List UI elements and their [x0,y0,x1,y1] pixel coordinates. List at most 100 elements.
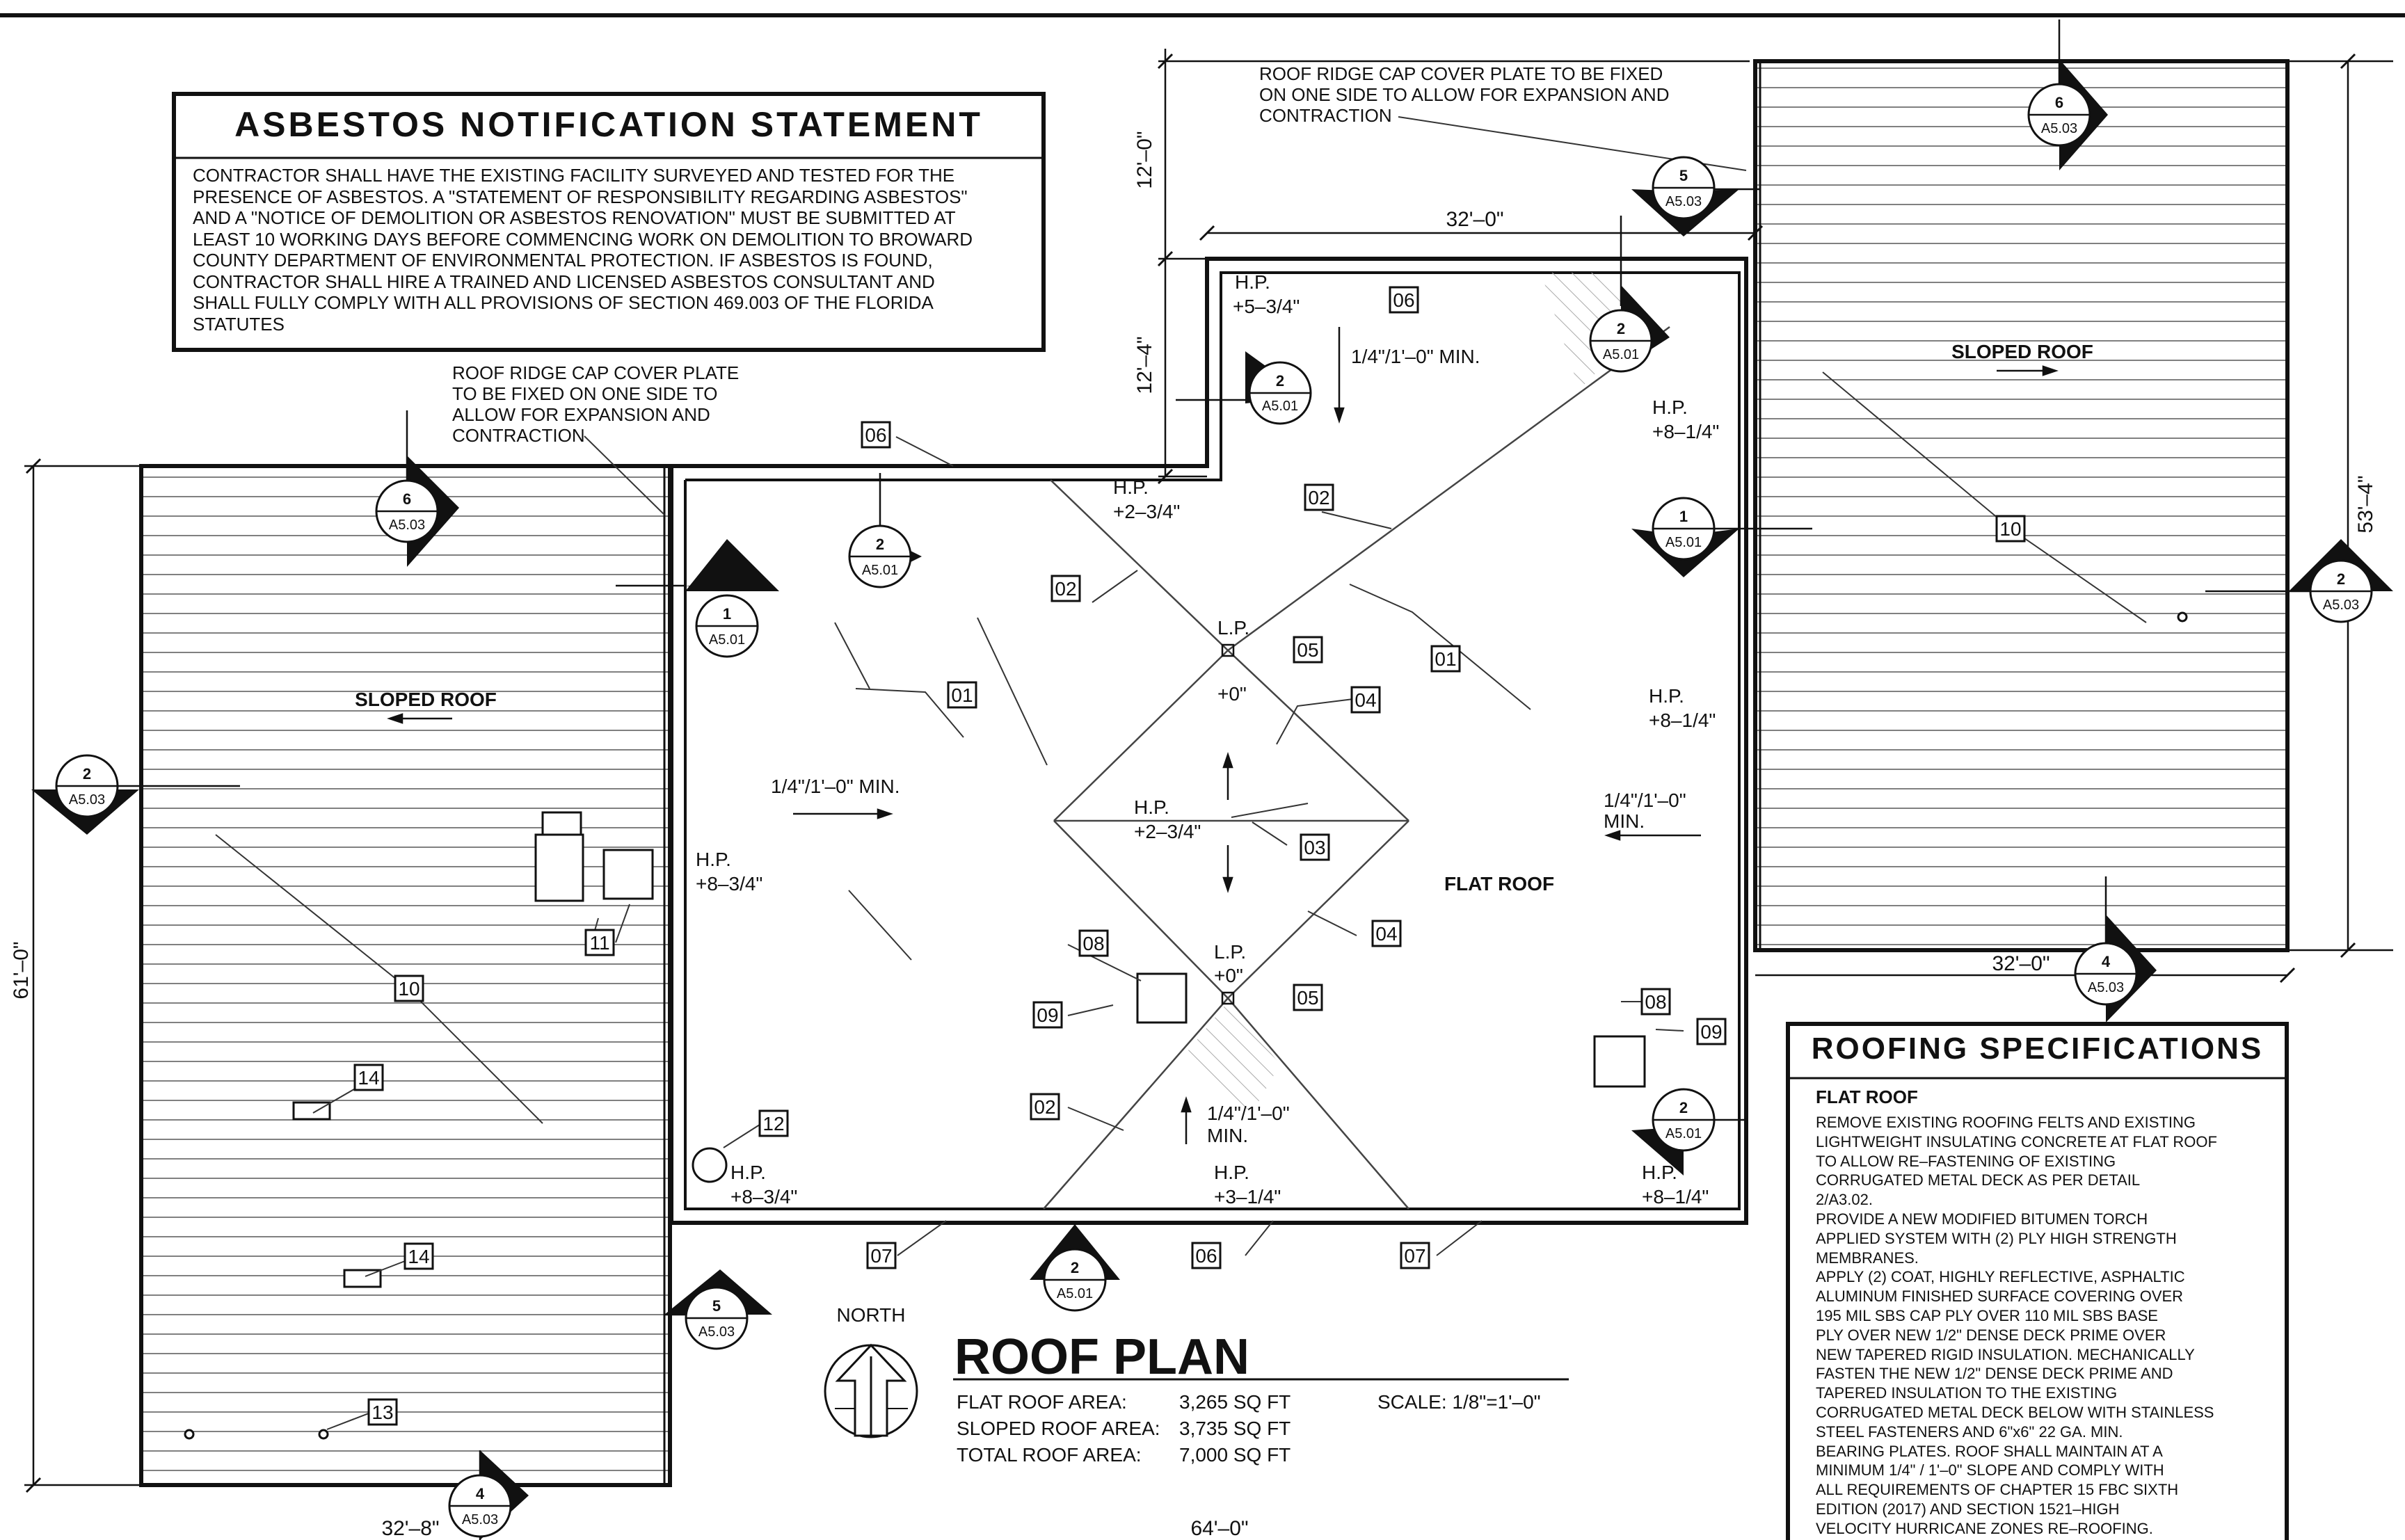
svg-text:+8–1/4": +8–1/4" [1642,1186,1709,1208]
svg-text:H.P.: H.P. [730,1162,766,1183]
svg-text:L.P.: L.P. [1214,941,1246,963]
svg-text:12'–0": 12'–0" [1133,131,1156,189]
svg-text:11: 11 [589,932,609,954]
tag-01: 01 [1430,645,1461,673]
svg-text:+3–1/4": +3–1/4" [1214,1186,1281,1208]
svg-text:ON ONE SIDE TO ALLOW FOR EXPAN: ON ONE SIDE TO ALLOW FOR EXPANSION AND [1259,84,1669,105]
roof-area-table: FLAT ROOF AREA: 3,265 SQ FT SLOPED ROOF … [957,1391,1541,1466]
svg-text:1/4"/1'–0": 1/4"/1'–0" [1207,1102,1290,1124]
section-number: 1 [1679,508,1688,525]
section-sheet: A5.01 [1665,535,1702,550]
section-marker-2-a503: 2 A5.03 [31,754,240,835]
svg-text:1/4"/1'–0": 1/4"/1'–0" [1604,789,1686,811]
tag-14: 14 [404,1242,434,1270]
section-marker-5-a503: 5 A5.03 [664,1269,772,1350]
svg-text:13: 13 [371,1402,393,1423]
leader-lines [215,116,2147,1430]
svg-text:3,265 SQ FT: 3,265 SQ FT [1179,1391,1291,1413]
svg-text:+8–3/4": +8–3/4" [730,1186,797,1208]
svg-text:09: 09 [1700,1021,1722,1043]
svg-text:FLAT ROOF AREA:: FLAT ROOF AREA: [957,1391,1127,1413]
svg-text:64'–0": 64'–0" [1190,1517,1248,1540]
tag-13: 13 [367,1398,398,1426]
svg-text:H.P.: H.P. [1649,685,1684,707]
svg-text:H.P.: H.P. [1652,396,1688,418]
svg-text:14: 14 [408,1246,429,1267]
section-sheet: A5.03 [698,1324,735,1340]
svg-text:08: 08 [1082,933,1104,954]
svg-text:H.P.: H.P. [1134,796,1169,818]
section-marker-6-a503: 6 A5.03 [2027,19,2108,170]
svg-text:02: 02 [1034,1096,1055,1118]
svg-text:10: 10 [1999,518,2021,540]
tag-02: 02 [1030,1093,1060,1121]
right-sloped-roof [1753,59,2290,952]
svg-text:H.P.: H.P. [1113,476,1149,498]
north-label: NORTH [836,1304,905,1326]
section-marker-1-a501: 1 A5.01 [1631,497,1812,577]
tag-06: 06 [861,421,891,449]
elevation-labels: H.P.+5–3/4" H.P.+2–3/4" H.P.+8–1/4" H.P.… [696,271,1719,1208]
section-number: 6 [2055,94,2063,111]
svg-text:SLOPED ROOF AREA:: SLOPED ROOF AREA: [957,1418,1160,1439]
svg-text:05: 05 [1297,987,1318,1009]
specs-body: REMOVE EXISTING ROOFING FELTS AND EXISTI… [1816,1114,2217,1537]
section-marker-4-a503: 4 A5.03 [2074,876,2157,1022]
svg-text:+8–3/4": +8–3/4" [696,873,762,895]
section-sheet: A5.03 [1665,194,1702,209]
section-marker-6-a503: 6 A5.03 [375,410,459,567]
tag-07: 07 [866,1242,897,1269]
svg-text:53'–4": 53'–4" [2354,475,2377,533]
section-sheet: A5.03 [2323,597,2359,613]
svg-text:+2–3/4": +2–3/4" [1134,821,1201,842]
tag-05: 05 [1293,636,1323,664]
svg-text:06: 06 [1393,289,1414,311]
section-sheet: A5.03 [2088,980,2124,995]
flat-roof-label: FLAT ROOF [1444,873,1554,895]
section-number: 5 [1679,167,1688,184]
svg-text:05: 05 [1297,639,1318,661]
svg-text:61'–0": 61'–0" [10,941,33,999]
tag-08: 08 [1640,988,1671,1016]
tag-09: 09 [1696,1018,1727,1045]
tag-02: 02 [1304,483,1334,511]
svg-text:06: 06 [1195,1245,1217,1267]
section-number: 4 [476,1485,485,1502]
svg-text:10: 10 [398,978,420,1000]
svg-text:14: 14 [358,1067,379,1089]
svg-text:+2–3/4": +2–3/4" [1113,501,1180,522]
section-marker-2-a503: 2 A5.03 [2205,539,2393,623]
section-number: 2 [876,536,884,553]
section-number: 2 [1276,372,1284,390]
section-sheet: A5.01 [1262,399,1298,414]
svg-text:1/4"/1'–0" MIN.: 1/4"/1'–0" MIN. [771,776,900,797]
svg-text:32'–8": 32'–8" [381,1517,439,1540]
section-number: 6 [403,490,411,508]
svg-text:CONTRACTION: CONTRACTION [1259,105,1392,126]
section-number: 2 [83,765,91,783]
tag-07: 07 [1400,1242,1430,1269]
section-number: 4 [2102,953,2111,970]
svg-text:SCALE: 1/8"=1'–0": SCALE: 1/8"=1'–0" [1377,1391,1541,1413]
flat-roof-outline [669,257,1748,1225]
dimension-texts: 32'–0" 12'–0" 12'–4" 61'–0" 53'–4" 32'–8… [10,131,2377,1540]
section-marker-2-a501: 2 A5.01 [1176,351,1312,425]
dimension-lines [24,49,2393,1486]
svg-text:CONTRACTION: CONTRACTION [452,425,585,446]
section-number: 1 [723,605,731,623]
slope-labels: 1/4"/1'–0" MIN. 1/4"/1'–0" MIN. 1/4"/1'–… [771,346,1686,1146]
asbestos-body: CONTRACTOR SHALL HAVE THE EXISTING FACIL… [193,165,973,335]
ridge-cap-note-right: ROOF RIDGE CAP COVER PLATE TO BE FIXED O… [1259,63,1669,126]
north-arrow-icon [824,1343,918,1438]
section-marker-5-a503: 5 A5.03 [1631,156,1760,236]
svg-text:L.P.: L.P. [1217,617,1249,639]
svg-text:12'–4": 12'–4" [1133,336,1156,394]
tag-12: 12 [758,1109,789,1137]
svg-text:MIN.: MIN. [1604,810,1645,832]
svg-text:07: 07 [870,1245,892,1267]
roof-drain-icon [1221,643,1235,657]
svg-text:04: 04 [1355,689,1376,711]
svg-text:04: 04 [1375,923,1397,945]
svg-text:+0": +0" [1217,683,1247,705]
section-number: 2 [1617,320,1625,337]
